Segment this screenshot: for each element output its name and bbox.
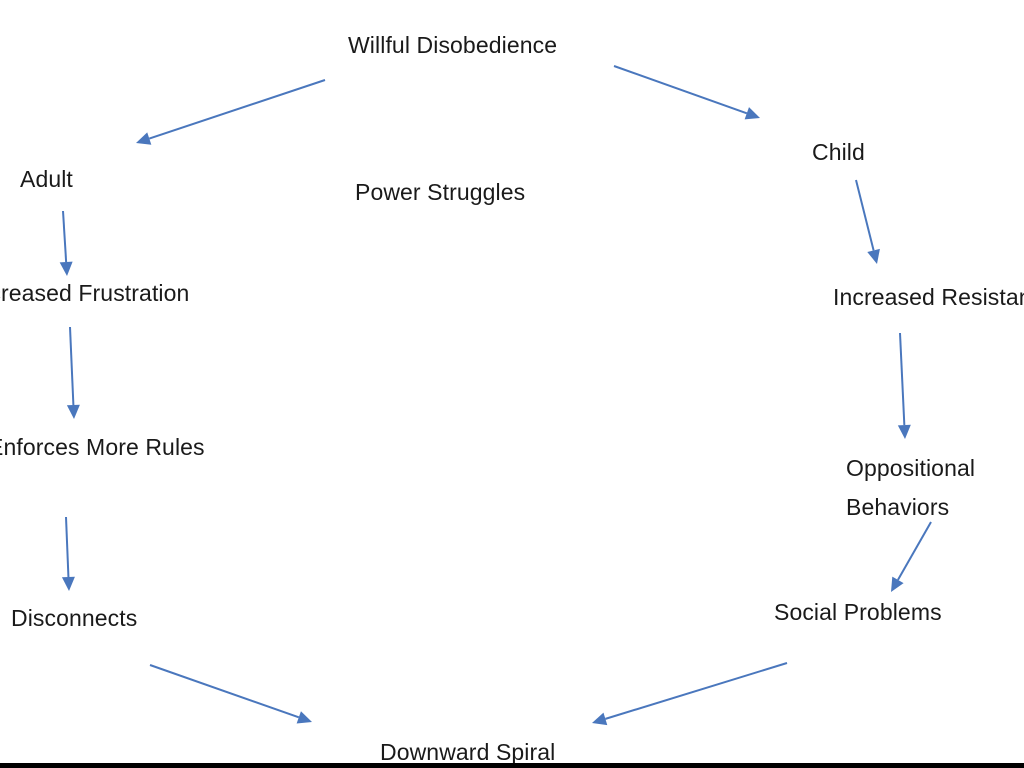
arrow-adult-to-frustration-shaft xyxy=(62,210,68,263)
node-social-problems: Social Problems xyxy=(774,599,942,625)
arrow-adult-to-frustration-head xyxy=(59,261,73,276)
node-increased-resistance: Increased Resistance xyxy=(833,284,1024,310)
arrow-rules-to-disconnects-head xyxy=(61,576,75,591)
node-oppositional-line2: Behaviors xyxy=(846,494,950,520)
arrow-social-to-spiral-head xyxy=(592,712,608,726)
arrow-disconnects-to-spiral-head xyxy=(296,711,312,724)
arrow-frustration-to-rules-head xyxy=(66,404,80,419)
arrow-oppositional-to-social-shaft xyxy=(897,521,932,581)
arrow-child-to-resistance xyxy=(855,179,880,264)
arrow-frustration-to-rules xyxy=(66,326,80,419)
arrow-social-to-spiral xyxy=(592,662,788,726)
bottom-rule xyxy=(0,763,1024,768)
arrow-rules-to-disconnects xyxy=(61,516,75,591)
node-increased-frustration: Increased Frustration xyxy=(0,280,190,306)
arrow-disobedience-to-child-head xyxy=(744,107,760,120)
node-enforces-more-rules: Enforces More Rules xyxy=(0,434,205,460)
arrow-disconnects-to-spiral xyxy=(149,664,312,724)
arrow-child-to-resistance-head xyxy=(867,248,880,264)
node-disconnects: Disconnects xyxy=(11,605,138,631)
arrow-disobedience-to-adult-head xyxy=(136,132,152,145)
arrow-rules-to-disconnects-shaft xyxy=(65,516,70,578)
arrow-adult-to-frustration xyxy=(59,210,73,276)
node-oppositional-line1: Oppositional xyxy=(846,455,976,481)
node-downward-spiral: Downward Spiral xyxy=(380,739,556,765)
arrow-oppositional-to-social-head xyxy=(891,576,904,592)
center-label-power-struggles: Power Struggles xyxy=(355,179,526,205)
arrow-disobedience-to-child xyxy=(613,65,760,120)
arrow-disobedience-to-adult xyxy=(136,79,326,145)
arrow-child-to-resistance-shaft xyxy=(855,179,875,251)
node-willful-disobedience: Willful Disobedience xyxy=(348,32,558,58)
arrow-resistance-to-oppositional xyxy=(897,332,911,439)
arrow-resistance-to-oppositional-head xyxy=(897,424,911,439)
node-child: Child xyxy=(812,139,865,165)
arrow-social-to-spiral-shaft xyxy=(605,662,788,720)
arrow-frustration-to-rules-shaft xyxy=(69,326,75,406)
arrow-disobedience-to-adult-shaft xyxy=(148,79,326,140)
arrow-oppositional-to-social xyxy=(891,521,932,592)
arrow-disobedience-to-child-shaft xyxy=(613,65,748,115)
arrow-disconnects-to-spiral-shaft xyxy=(149,664,300,719)
arrow-resistance-to-oppositional-shaft xyxy=(899,332,906,426)
node-adult: Adult xyxy=(20,166,73,192)
